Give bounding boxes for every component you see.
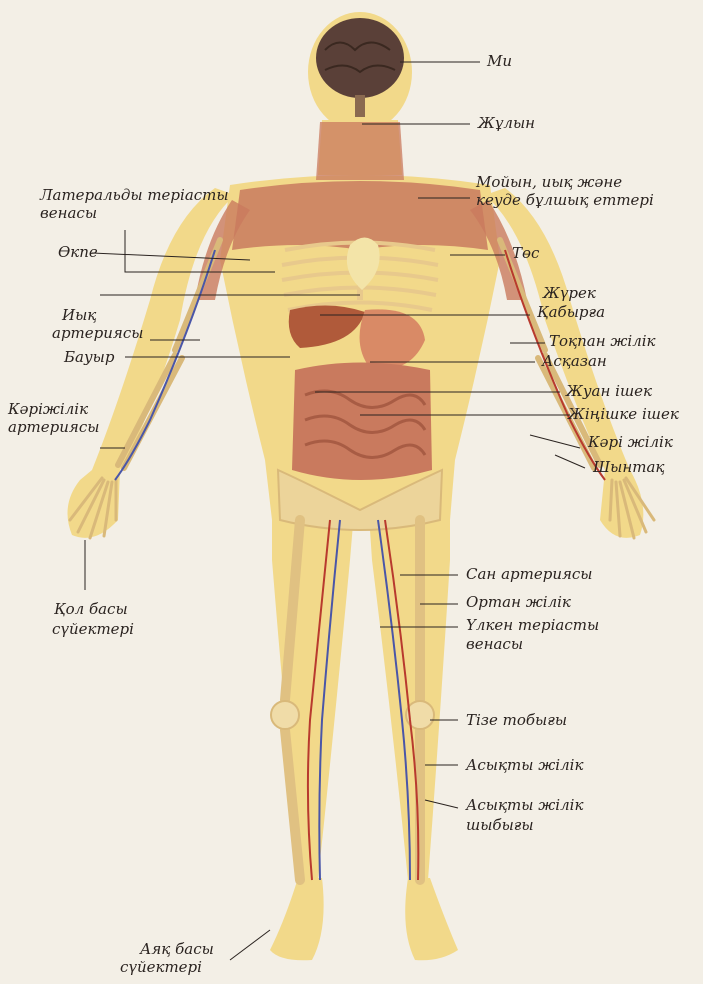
label-tibia: Асықты жілік xyxy=(466,756,583,774)
label-brain: Ми xyxy=(487,52,512,70)
label-neck-muscles-2: кеуде бұлшық еттері xyxy=(476,191,654,209)
label-sternum: Төс xyxy=(512,244,539,262)
label-foot-bones-1: Аяқ басы xyxy=(140,940,214,958)
label-brachial-artery-2: артериясы xyxy=(52,324,143,342)
label-large-intestine: Жуан ішек xyxy=(566,382,652,400)
label-great-vein-1: Үлкен теріасты xyxy=(466,616,599,634)
label-knee: Тізе тобығы xyxy=(466,711,567,729)
label-lateral-vein-1: Латеральды теріасты xyxy=(40,186,229,204)
label-lateral-vein-2: венасы xyxy=(40,204,97,222)
label-small-intestine: Жіңішке ішек xyxy=(568,405,679,423)
intestines xyxy=(292,363,432,481)
label-femur: Ортан жілік xyxy=(466,593,571,611)
label-elbow: Шынтақ xyxy=(593,458,664,476)
label-stomach: Асқазан xyxy=(542,352,607,370)
label-radial-artery-1: Кәріжілік xyxy=(8,400,88,418)
label-great-vein-2: венасы xyxy=(466,635,523,653)
label-hand-bones-2: сүйектері xyxy=(52,620,134,638)
label-brachial-artery-1: Иық xyxy=(62,306,96,324)
label-tibia-shin-1: Асықты жілік xyxy=(466,796,583,814)
label-foot-bones-2: сүйектері xyxy=(120,958,202,976)
label-hand-bones-1: Қол басы xyxy=(54,600,128,618)
label-tibia-shin-2: шыбығы xyxy=(466,816,534,834)
label-femoral-artery: Сан артериясы xyxy=(466,565,593,583)
label-radius: Кәрі жілік xyxy=(588,433,673,451)
knee-left xyxy=(271,701,299,729)
label-spinal-cord: Жұлын xyxy=(478,114,535,132)
label-lung: Өкпе xyxy=(58,243,98,261)
label-radial-artery-2: артериясы xyxy=(8,418,99,436)
label-liver: Бауыр xyxy=(64,348,115,366)
label-ulna: Тоқпан жілік xyxy=(549,332,656,350)
label-heart: Жүрек xyxy=(543,284,596,302)
label-rib: Қабырға xyxy=(537,303,605,321)
label-neck-muscles-1: Мойын, иық және xyxy=(476,173,622,191)
